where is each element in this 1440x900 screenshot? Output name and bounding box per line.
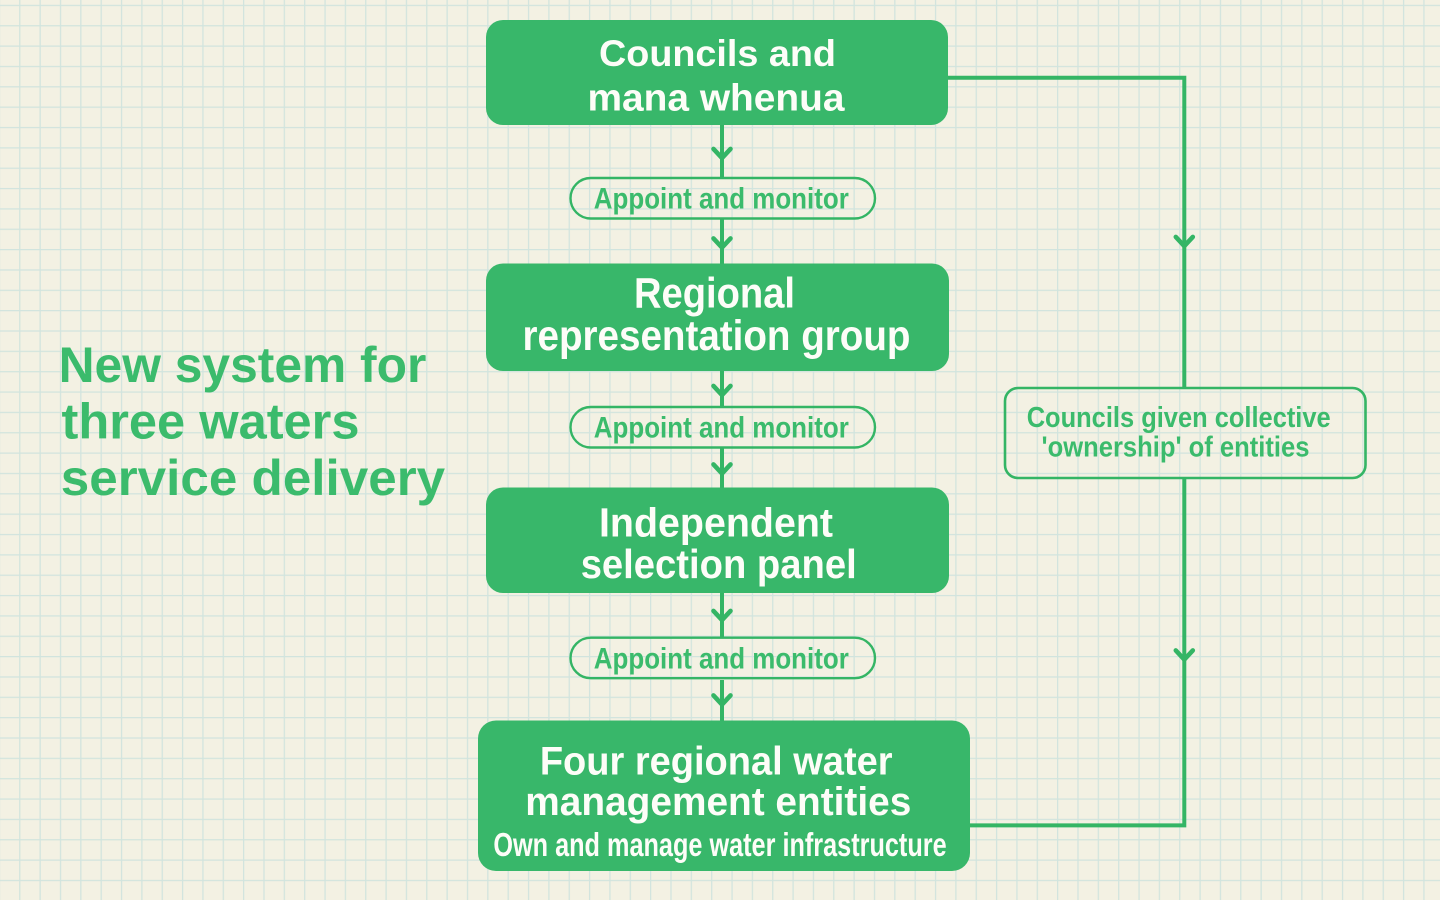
svg-text:management entities: management entities <box>525 779 911 824</box>
svg-text:selection panel: selection panel <box>581 541 857 587</box>
svg-text:Own and manage water infrastru: Own and manage water infrastructure <box>493 827 946 864</box>
svg-text:Independent: Independent <box>599 499 833 545</box>
svg-text:mana whenua: mana whenua <box>588 77 846 119</box>
svg-text:Councils given collective: Councils given collective <box>1027 401 1331 433</box>
svg-text:Four regional water: Four regional water <box>540 739 893 784</box>
svg-text:Appoint and monitor: Appoint and monitor <box>594 642 849 675</box>
svg-text:Councils and: Councils and <box>599 33 836 74</box>
svg-text:service delivery: service delivery <box>61 449 445 506</box>
svg-text:'ownership' of entities: 'ownership' of entities <box>1042 431 1310 463</box>
svg-text:Appoint and monitor: Appoint and monitor <box>594 183 849 216</box>
svg-text:New system for: New system for <box>59 336 427 393</box>
svg-text:Appoint and monitor: Appoint and monitor <box>594 412 849 445</box>
svg-text:Regional: Regional <box>634 270 795 317</box>
svg-text:representation group: representation group <box>523 312 911 359</box>
svg-text:three waters: three waters <box>62 393 360 450</box>
